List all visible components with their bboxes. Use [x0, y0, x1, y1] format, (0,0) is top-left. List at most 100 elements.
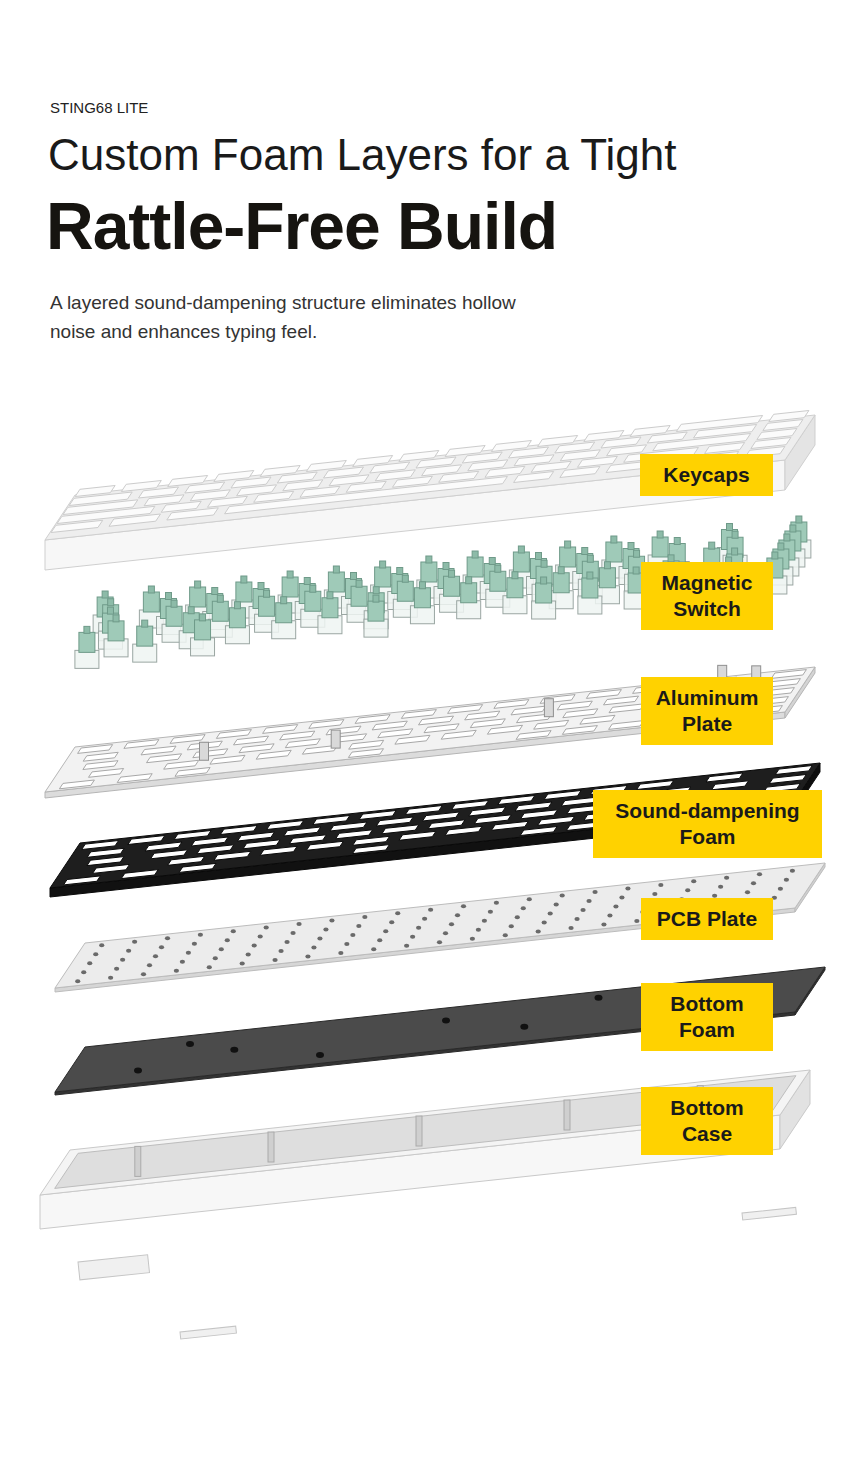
switch-stem [472, 551, 478, 558]
plate-cutout [280, 731, 315, 740]
foam-cutout [521, 810, 558, 819]
foam-cutout [520, 827, 557, 836]
keycap [109, 514, 161, 526]
part-label: Aluminum Plate [647, 685, 767, 737]
foam-cutout [492, 821, 529, 830]
pcb-hole [213, 956, 218, 960]
foam-cutout [243, 840, 280, 849]
pcb-hole [231, 929, 236, 933]
pcb-hole [613, 904, 618, 908]
switch-stem [449, 570, 455, 577]
switch-housing [225, 626, 249, 644]
foam-cutout [93, 864, 130, 873]
label-box: Bottom Foam [641, 983, 773, 1051]
label-box: Aluminum Plate [641, 677, 773, 745]
foam-cutout [544, 791, 581, 800]
foam-cutout [353, 836, 390, 845]
pcb-hole [350, 933, 355, 937]
pcb-hole [536, 930, 541, 934]
pcb-hole [601, 922, 606, 926]
switch-top [137, 626, 153, 646]
switch-top [276, 603, 292, 623]
switch-top [375, 567, 391, 587]
plate-cutout [771, 670, 806, 679]
foam-cutout [145, 842, 182, 851]
pcb-hole [784, 878, 789, 882]
pcb-hole [192, 942, 197, 946]
pcb-hole [252, 944, 257, 948]
switch-stem [466, 577, 472, 584]
pcb-hole [745, 890, 750, 894]
aluminum-plate-art [45, 665, 815, 798]
switch-stem [541, 577, 547, 584]
switch-housing [410, 606, 434, 624]
plate-cutout [562, 726, 597, 735]
switch-housing [272, 621, 296, 639]
foam-cutout [174, 831, 211, 840]
switch-stem [327, 592, 333, 599]
plate-cutout [604, 696, 639, 705]
switch-housing [75, 650, 99, 668]
switch-stem [102, 591, 108, 598]
plate-cutout [419, 716, 454, 725]
pcb-hole [81, 970, 86, 974]
foam-cutout [168, 856, 205, 865]
keycap [560, 467, 600, 478]
switch-top [143, 592, 159, 612]
foam-cutout [712, 781, 749, 790]
switch-housing [133, 644, 157, 662]
switch-stem [489, 558, 495, 565]
foam-cutout [706, 773, 743, 782]
part-label: Bottom Foam [647, 991, 767, 1043]
switch-top [414, 588, 430, 608]
switch-top [461, 583, 477, 603]
case-standoff [564, 1100, 570, 1130]
pcb-hole [691, 879, 696, 883]
part-label: Bottom Case [647, 1095, 767, 1147]
plate-cutout [193, 749, 228, 758]
foam-cutout [267, 821, 304, 830]
foam-cutout [87, 848, 124, 857]
pcb-hole [470, 937, 475, 941]
switch-stem [541, 560, 547, 567]
foam-cutout [423, 812, 460, 821]
product-name: STING68 LITE [50, 98, 148, 118]
foam-cutout [197, 845, 234, 854]
plate-cutout [117, 774, 152, 783]
foam-cutout [359, 811, 396, 820]
pcb-hole [652, 892, 657, 896]
switch-stem [195, 581, 201, 588]
pcb-hole [619, 895, 624, 899]
foam-hole [316, 1052, 324, 1058]
stabilizer [200, 742, 209, 760]
label-box: Keycaps [640, 454, 773, 496]
pcb-hole [114, 967, 119, 971]
pcb-hole [132, 940, 137, 944]
switch-top [606, 542, 622, 562]
switch-top [305, 591, 321, 611]
switch-top [195, 620, 211, 640]
switch-top [553, 573, 569, 593]
switch-stem [657, 531, 663, 538]
switch-stem [784, 534, 790, 541]
foam-cutout [538, 816, 575, 825]
plate-cutout [372, 721, 407, 730]
pcb-hole [278, 949, 283, 953]
plate-cutout [465, 711, 500, 720]
switch-stem [397, 568, 403, 575]
pcb-hole [329, 918, 334, 922]
plate-cutout [59, 780, 94, 789]
switch-housing [503, 596, 527, 614]
switch-stem [536, 553, 542, 560]
pcb-hole [503, 933, 508, 937]
foam-cutout [775, 766, 812, 775]
keycap [514, 472, 554, 483]
plate-cutout [395, 735, 430, 744]
pcb-hole [580, 908, 585, 912]
switch-top [560, 547, 576, 567]
pcb-hole [174, 969, 179, 973]
label-box: Magnetic Switch [641, 562, 773, 630]
pcb-hole [548, 912, 553, 916]
switch-stem [188, 607, 194, 614]
switch-stem [587, 572, 593, 579]
